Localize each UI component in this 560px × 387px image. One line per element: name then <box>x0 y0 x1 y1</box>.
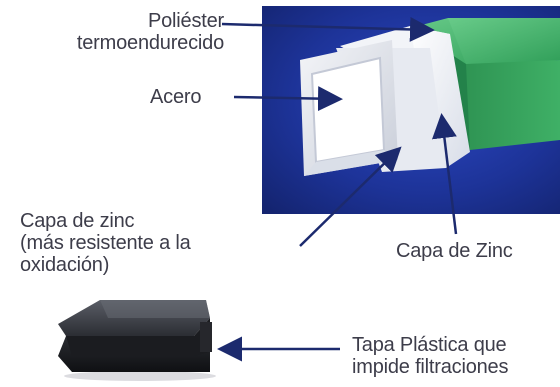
zinc-outer-label: Capa de Zinc <box>396 240 513 262</box>
zinc-inner-label-line-2: (más resistente a la <box>20 232 191 254</box>
zinc-inner-label-line-1: Capa de zinc <box>20 210 135 232</box>
zinc-inner-arrow <box>299 146 402 247</box>
plastic-cap-illustration <box>58 300 216 381</box>
steel-arrow <box>233 86 343 112</box>
steel-tube <box>300 40 398 176</box>
polyester-layer <box>350 18 560 150</box>
cap-label: Tapa Plástica que impide filtraciones <box>352 334 508 378</box>
zinc-outer-arrow <box>431 113 458 235</box>
steel-label: Acero <box>150 86 202 108</box>
polyester-arrow <box>221 16 435 42</box>
polyester-label-line-2: termoendurecido <box>76 32 224 54</box>
cap-label-line-2: impide filtraciones <box>352 356 509 378</box>
cap-label-line-1: Tapa Plástica que <box>352 334 507 356</box>
zinc-inner-label-line-3: oxidación) <box>20 254 110 276</box>
polyester-label-line-1: Poliéster <box>147 10 224 32</box>
polyester-label: Poliéster termoendurecido <box>18 10 224 54</box>
zinc-inner-label: Capa de zinc (más resistente a la oxidac… <box>20 210 191 276</box>
